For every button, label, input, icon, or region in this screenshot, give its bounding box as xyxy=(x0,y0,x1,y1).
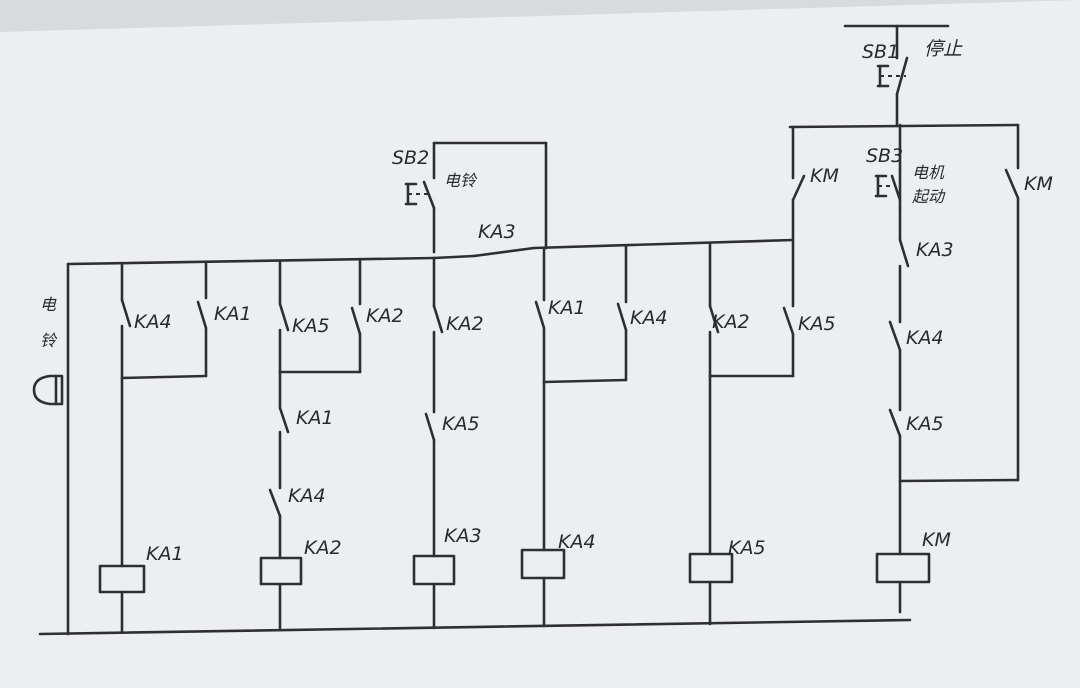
ka1-branch xyxy=(98,260,208,634)
km-coil-label: KM xyxy=(922,529,951,551)
ka3-branch xyxy=(412,256,456,630)
ka1-coil-label: KA1 xyxy=(146,543,184,565)
ka5-label-km-branch: KA5 xyxy=(906,413,944,435)
km-label-left: KM xyxy=(810,165,839,187)
ka4-label-c1: KA4 xyxy=(134,311,172,333)
ka1-label-c4: KA1 xyxy=(548,297,586,319)
ka2-coil-label: KA2 xyxy=(304,537,342,559)
ka5-label-c5: KA5 xyxy=(798,313,836,335)
sb1-label: SB1 xyxy=(862,41,899,63)
ka4-label-c2: KA4 xyxy=(288,485,326,507)
bell-button-sb2 xyxy=(404,141,548,254)
ka4-branch xyxy=(520,244,628,628)
start-button-sb3 xyxy=(874,123,902,210)
ka2-label-c5: KA2 xyxy=(712,311,750,333)
main-bus-mid xyxy=(432,254,476,260)
ka5-coil-label: KA5 xyxy=(728,537,766,559)
ka4-label-km-branch: KA4 xyxy=(906,327,944,349)
ka4-contact-km-branch xyxy=(888,320,902,412)
ka5-label-c3: KA5 xyxy=(442,413,480,435)
sb2-bell-label: 电铃 xyxy=(444,171,478,190)
motor-start-label-1: 电机 xyxy=(912,163,945,182)
ka1-label-c2: KA1 xyxy=(296,407,334,429)
bell-label-1: 电 xyxy=(40,295,57,314)
motor-start-label-2: 起动 xyxy=(912,187,946,206)
ka3-coil-label: KA3 xyxy=(444,525,482,547)
bell-label-2: 铃 xyxy=(40,331,58,350)
ka5-label-c2: KA5 xyxy=(292,315,330,337)
ka3-contact-km-branch xyxy=(898,206,910,324)
stop-button-sb1 xyxy=(843,24,950,127)
bell-branch xyxy=(32,262,70,636)
ka2-branch xyxy=(259,258,362,632)
sb3-label: SB3 xyxy=(866,145,903,167)
km-coil xyxy=(875,479,931,614)
km-label-right: KM xyxy=(1024,173,1053,195)
ka1-label-c1: KA1 xyxy=(214,303,252,325)
ka2-label-c2: KA2 xyxy=(366,305,404,327)
ka3-label-km-branch: KA3 xyxy=(916,239,954,261)
ka2-label-c3: KA2 xyxy=(446,313,484,335)
right-upper-bus xyxy=(788,123,1020,129)
sb2-label: SB2 xyxy=(392,147,429,169)
ka5-contact-km-branch xyxy=(888,408,902,483)
km-contact-right xyxy=(898,123,1020,483)
km-contact-left xyxy=(791,125,806,242)
ka3-label-bus: KA3 xyxy=(478,221,516,243)
main-bus-left xyxy=(66,256,436,266)
bottom-bus xyxy=(38,618,912,636)
main-bus-right xyxy=(532,238,795,250)
ka5-branch xyxy=(688,238,795,626)
ka3-contact-bus xyxy=(472,246,536,258)
stop-label: 停止 xyxy=(924,38,963,60)
ka4-coil-label: KA4 xyxy=(558,531,596,553)
ka4-label-c4: KA4 xyxy=(630,307,668,329)
